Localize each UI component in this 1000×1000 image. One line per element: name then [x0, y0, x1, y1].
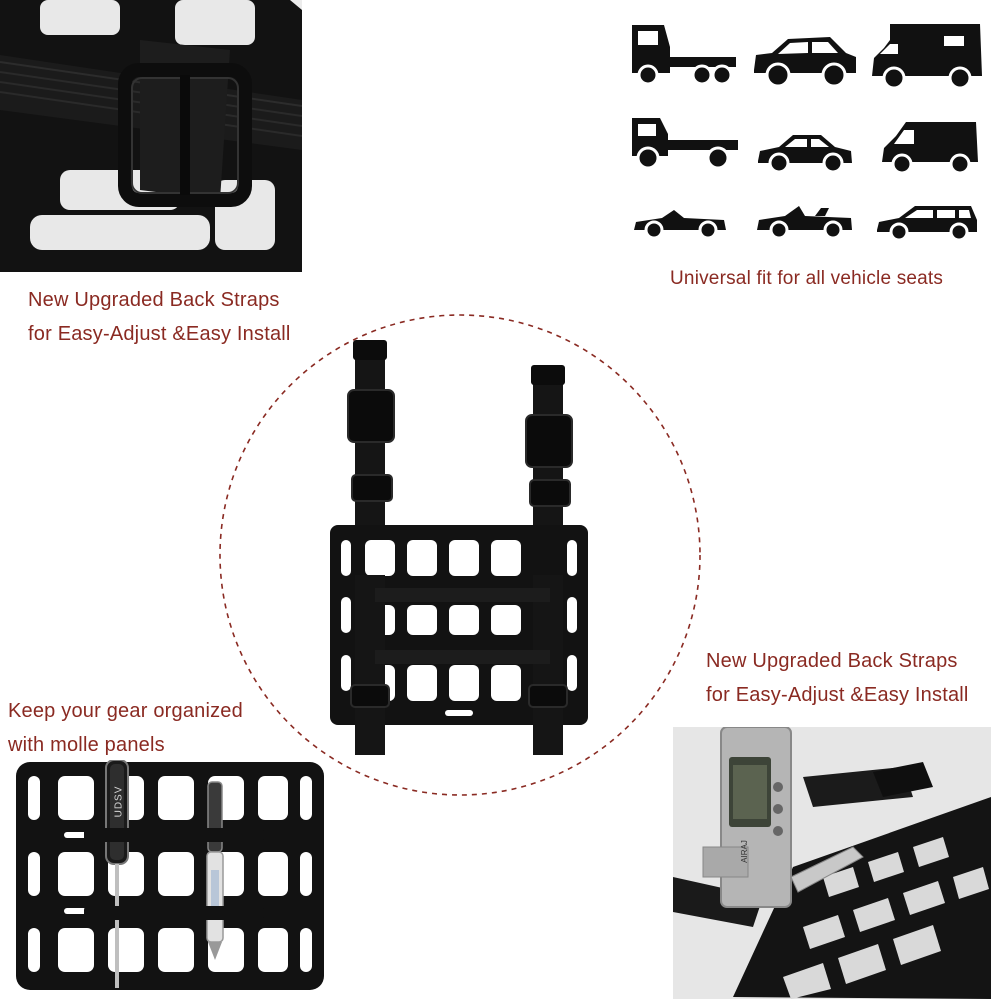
gear-organized-caption: Keep your gear organized with molle pane… [8, 694, 243, 762]
dashed-circle [219, 314, 701, 796]
caliper-brand-text: AIRAJ [739, 840, 749, 863]
flatbed-truck-icon [632, 118, 738, 170]
left-side-release-buckle [347, 389, 395, 443]
right-side-release-buckle [525, 414, 573, 468]
universal-fit-caption: Universal fit for all vehicle seats [670, 262, 943, 296]
vehicle-icon-grid [620, 10, 990, 250]
right-strap-slider [529, 479, 571, 507]
suv-icon [754, 37, 856, 88]
caption-line: with molle panels [8, 734, 165, 756]
right-strap-clip [531, 365, 565, 385]
caliper-measuring-photo: AIRAJ [673, 727, 991, 999]
caption-line: Keep your gear organized [8, 700, 243, 722]
caption-line: New Upgraded Back Straps [28, 289, 280, 311]
cargo-van-icon [882, 122, 978, 175]
back-straps-caption-bottom: New Upgraded Back Straps for Easy-Adjust… [706, 644, 969, 712]
caption-line: for Easy-Adjust &Easy Install [28, 323, 291, 345]
roadster-icon [634, 210, 726, 240]
left-strap-slider [351, 474, 393, 502]
molle-panel-with-tools [16, 760, 324, 990]
pen [206, 781, 224, 960]
caption-line: New Upgraded Back Straps [706, 650, 958, 672]
screwdriver-brand-text: UDSV [113, 785, 125, 818]
camper-van-icon [872, 24, 982, 90]
convertible-icon [757, 206, 852, 240]
caption-line: for Easy-Adjust &Easy Install [706, 684, 969, 706]
center-product-illustration [219, 314, 701, 796]
back-straps-caption-top: New Upgraded Back Straps for Easy-Adjust… [28, 283, 291, 351]
left-strap-clip [353, 340, 387, 360]
sedan-icon [758, 135, 852, 174]
caption-line: Universal fit for all vehicle seats [670, 268, 944, 289]
wagon-icon [877, 206, 977, 242]
semi-truck-icon [632, 25, 736, 86]
strap-buckle-photo [0, 0, 302, 272]
